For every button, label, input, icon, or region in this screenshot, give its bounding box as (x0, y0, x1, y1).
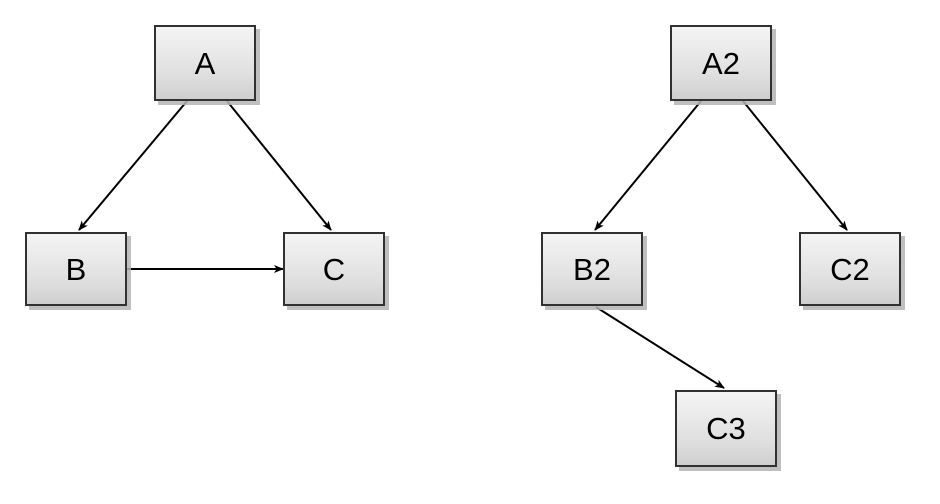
node-b2[interactable]: B2 (541, 232, 643, 306)
node-label-b: B (65, 251, 87, 287)
edge-a2-to-b2[interactable] (594, 100, 702, 231)
node-b[interactable]: B (25, 232, 127, 306)
node-label-c: C (322, 251, 346, 287)
edge-a-to-c[interactable] (226, 100, 332, 231)
node-a[interactable]: A (154, 25, 256, 101)
edge-a-to-b[interactable] (78, 100, 188, 231)
edge-a2-to-c2[interactable] (742, 100, 848, 231)
node-label-c3: C3 (706, 411, 746, 446)
edge-b2-to-c3[interactable] (595, 306, 725, 389)
node-label-b2: B2 (573, 251, 611, 287)
node-c[interactable]: C (283, 232, 385, 306)
node-c2[interactable]: C2 (799, 232, 901, 306)
node-a2[interactable]: A2 (670, 25, 772, 101)
node-label-a: A (194, 45, 216, 81)
node-label-c2: C2 (830, 251, 870, 287)
node-c3[interactable]: C3 (675, 390, 777, 467)
node-label-a2: A2 (702, 45, 740, 81)
